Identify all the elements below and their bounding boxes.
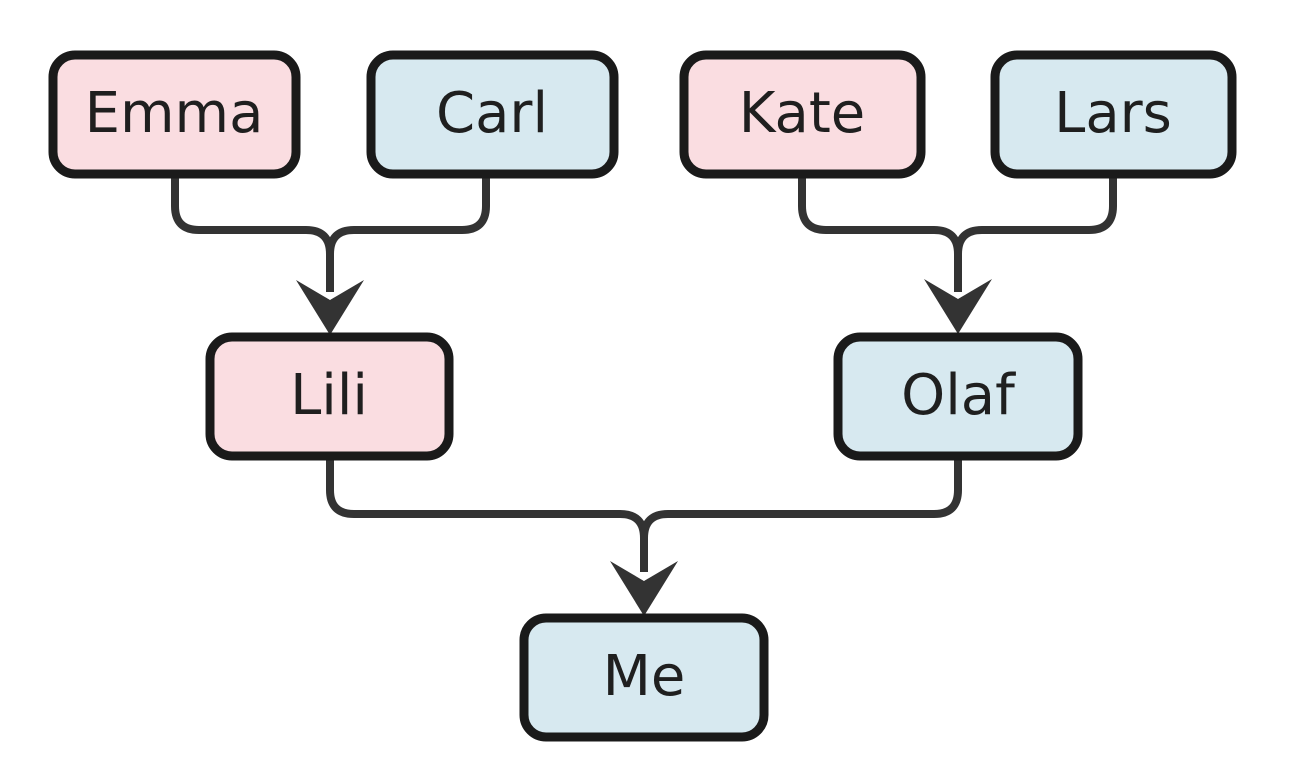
node-olaf[interactable]: Olaf [833,332,1083,461]
nodes-layer: Emma Carl Kate Lars Lili Olaf [48,50,1237,742]
arrowhead-lili [296,280,364,335]
node-lars[interactable]: Lars [990,50,1237,179]
edge-carl-lili [326,174,490,292]
edges-layer [171,174,1117,616]
node-lili-box[interactable] [205,332,454,461]
node-emma[interactable]: Emma [48,50,301,179]
edge-kate-olaf [798,174,962,292]
node-lili[interactable]: Lili [205,332,454,461]
node-me[interactable]: Me [519,613,769,742]
node-emma-box[interactable] [48,50,301,179]
edge-lars-olaf [954,174,1117,292]
node-carl-box[interactable] [366,50,619,179]
node-olaf-box[interactable] [833,332,1083,461]
edge-olaf-me [640,456,962,572]
arrowhead-olaf [924,279,992,334]
edge-emma-lili [171,174,334,292]
node-kate[interactable]: Kate [679,50,926,179]
arrowhead-me [610,561,678,616]
node-me-box[interactable] [519,613,769,742]
edge-lili-me [326,456,648,572]
node-carl[interactable]: Carl [366,50,619,179]
node-kate-box[interactable] [679,50,926,179]
node-lars-box[interactable] [990,50,1237,179]
